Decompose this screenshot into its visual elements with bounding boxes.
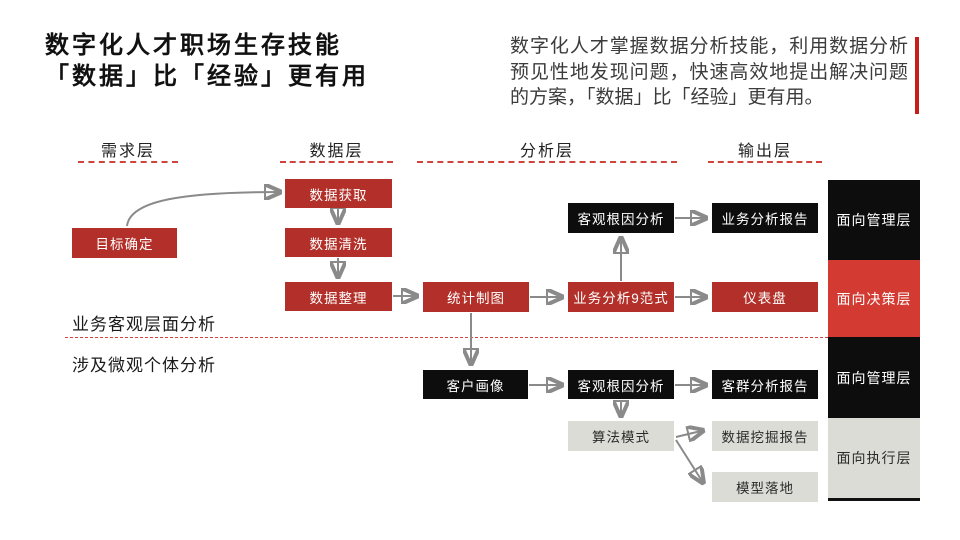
arrow-goal-to-acquire <box>126 192 278 227</box>
node-dashboard: 仪表盘 <box>712 282 818 312</box>
audience-execution: 面向执行层 <box>828 418 920 501</box>
node-data-organize: 数据整理 <box>285 282 392 311</box>
arrow-algorithm-to-model-landing <box>675 439 702 481</box>
page-title-line2: 「数据」比「经验」更有用 <box>45 63 369 90</box>
node-model-landing: 模型落地 <box>712 472 818 502</box>
page-title: 数字化人才职场生存技能 「数据」比「经验」更有用 <box>45 30 369 92</box>
node-goal: 目标确定 <box>72 228 177 258</box>
layer-underline-demand <box>78 161 178 163</box>
layer-header-data: 数据层 <box>309 143 364 160</box>
node-algorithm-model: 算法模式 <box>568 421 674 451</box>
audience-management-lower: 面向管理层 <box>828 337 920 418</box>
layer-underline-output <box>708 161 822 163</box>
intro-paragraph: 数字化人才掌握数据分析技能，利用数据分析预见性地发现问题，快速高效地提出解决问题… <box>510 36 908 108</box>
audience-decision: 面向决策层 <box>828 260 920 337</box>
node-root-cause-lower: 客观根因分析 <box>568 370 674 399</box>
layer-header-demand: 需求层 <box>100 143 155 160</box>
layer-header-output: 输出层 <box>737 143 792 160</box>
layer-underline-analysis <box>417 161 677 163</box>
section-label-macro: 业务客观层面分析 <box>72 315 216 334</box>
node-analysis-paradigm: 业务分析9范式 <box>568 282 674 312</box>
node-root-cause-upper: 客观根因分析 <box>568 203 674 233</box>
page-title-line1: 数字化人才职场生存技能 <box>45 32 342 59</box>
node-business-report: 业务分析报告 <box>712 203 818 233</box>
node-stat-chart: 统计制图 <box>423 282 529 312</box>
node-data-clean: 数据清洗 <box>285 228 392 257</box>
audience-management-upper: 面向管理层 <box>828 180 920 260</box>
node-data-acquire: 数据获取 <box>285 179 392 208</box>
layer-underline-data <box>280 161 393 163</box>
layer-header-analysis: 分析层 <box>519 143 574 160</box>
section-label-micro: 涉及微观个体分析 <box>72 356 216 375</box>
node-customer-profile: 客户画像 <box>423 370 528 399</box>
node-customer-group-report: 客群分析报告 <box>712 370 818 399</box>
accent-bar <box>915 37 919 114</box>
arrow-algorithm-to-mining-report <box>675 431 701 437</box>
section-divider <box>65 337 828 338</box>
node-data-mining-report: 数据挖掘报告 <box>712 421 818 451</box>
